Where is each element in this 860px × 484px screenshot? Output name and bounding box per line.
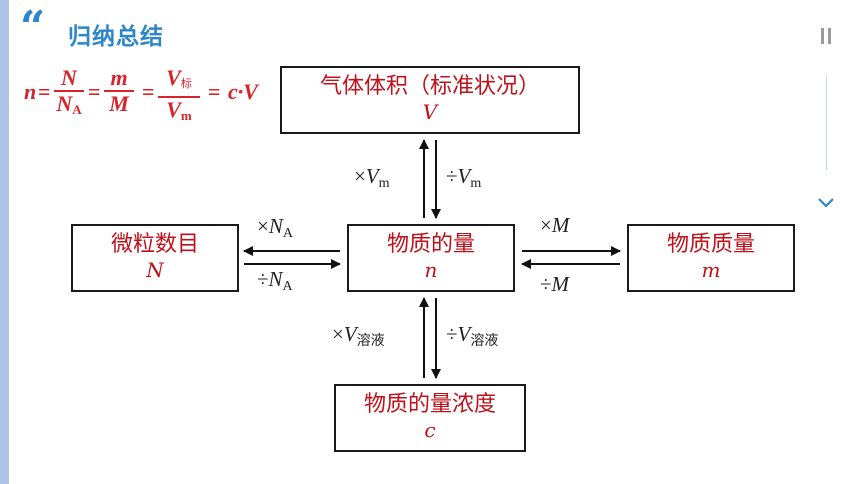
label-div-na: ÷NA — [257, 267, 293, 294]
box-amount-of-substance: 物质的量 n — [347, 224, 515, 292]
label-times-vm: ×Vm — [354, 164, 390, 191]
formula-cv: c·V — [228, 79, 258, 104]
scroll-track[interactable] — [826, 75, 827, 170]
box-gas-volume: 气体体积（标准状况） V — [280, 66, 580, 134]
formula-eq: = — [88, 79, 101, 104]
mole-formula: n = N NA = m M = V标 Vm = c·V — [24, 64, 274, 124]
side-accent-bar — [0, 0, 9, 484]
page-title: 归纳总结 — [68, 24, 164, 50]
label-times-vsolution: ×V溶液 — [332, 322, 385, 349]
label-div-M: ÷M — [540, 272, 570, 296]
chevron-down-icon[interactable] — [817, 197, 835, 209]
label-div-vsolution: ÷V溶液 — [446, 322, 499, 349]
formula-n: n — [24, 79, 37, 104]
label-times-na: ×NA — [257, 214, 293, 241]
box-molar-concentration: 物质的量浓度 c — [334, 384, 526, 452]
formula-eq: = — [142, 79, 155, 104]
fraction-n-over-na: N NA — [54, 66, 84, 122]
fraction-v-over-vm: V标 Vm — [158, 66, 200, 128]
fraction-m-over-M: m M — [104, 66, 134, 116]
label-times-M: ×M — [540, 213, 570, 237]
formula-eq: = — [208, 79, 221, 104]
formula-eq: = — [38, 79, 51, 104]
box-particle-count: 微粒数目 N — [71, 224, 239, 292]
box-mass: 物质质量 m — [627, 224, 795, 292]
quote-icon: “ — [20, 2, 46, 53]
pause-icon[interactable] — [821, 28, 831, 44]
label-div-vm: ÷Vm — [446, 164, 482, 191]
